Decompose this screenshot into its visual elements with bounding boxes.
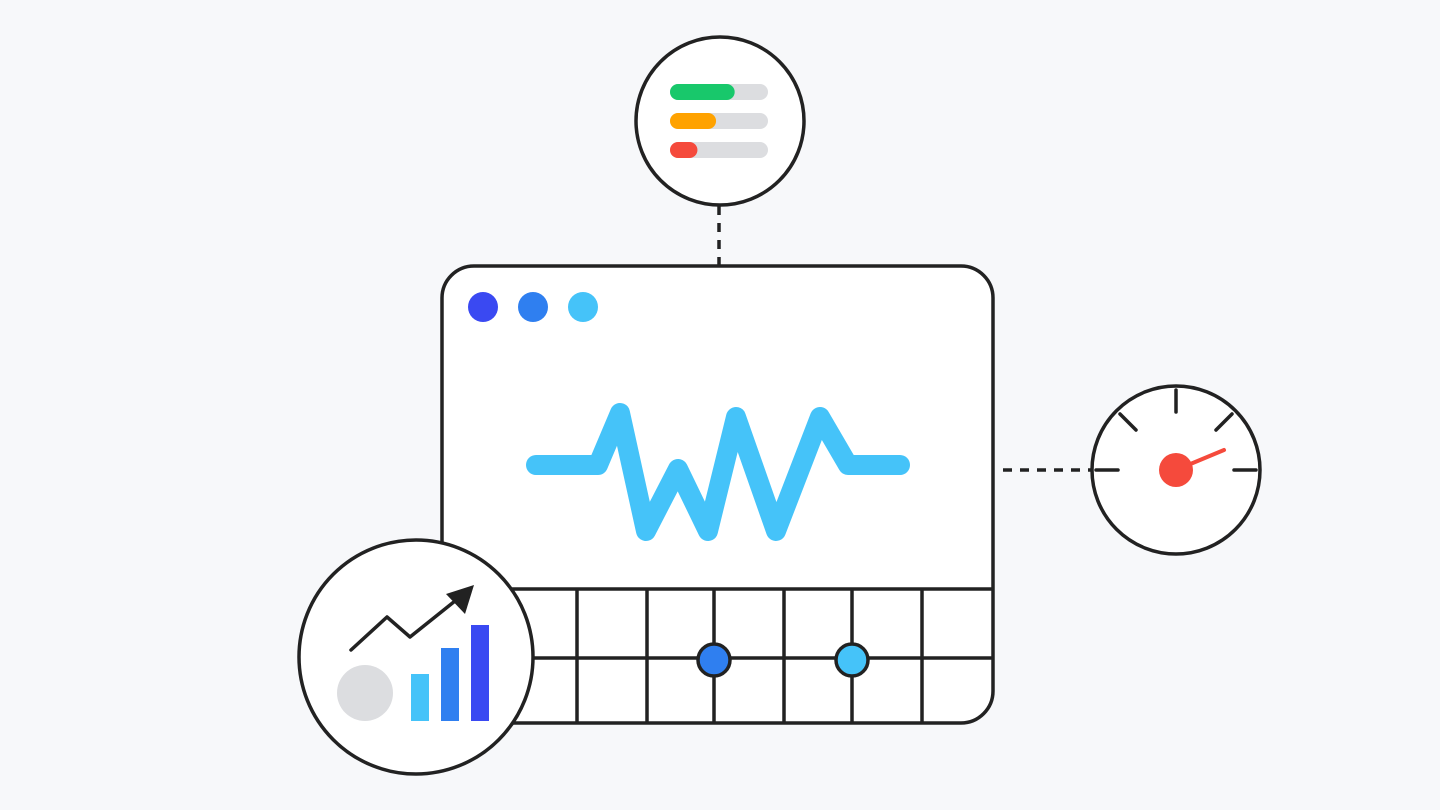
gauge-hub <box>1159 453 1193 487</box>
browser-window <box>440 264 995 725</box>
gauge-tick-upper-left <box>1118 412 1138 432</box>
growth-badge <box>297 538 535 776</box>
window-dot-1 <box>468 292 498 322</box>
growth-bar-1 <box>411 674 429 721</box>
trending-up-arrow-head <box>446 585 474 614</box>
status-bars-badge <box>634 35 806 207</box>
grid-marker-2 <box>834 642 870 678</box>
growth-bar-3 <box>471 625 489 721</box>
trending-up-arrow-line <box>349 599 457 652</box>
window-dot-3 <box>568 292 598 322</box>
grid-marker-1 <box>696 642 732 678</box>
status-bar-fill-1 <box>670 84 735 100</box>
window-dot-2 <box>518 292 548 322</box>
speedometer-icon <box>1090 384 1262 556</box>
gauge-tick-upper-right <box>1214 412 1234 432</box>
growth-bar-2 <box>441 648 459 721</box>
growth-badge-dot <box>337 665 393 721</box>
status-bar-fill-3 <box>670 142 698 158</box>
status-bar-fill-2 <box>670 113 717 129</box>
heartbeat-pulse-icon <box>526 403 910 541</box>
